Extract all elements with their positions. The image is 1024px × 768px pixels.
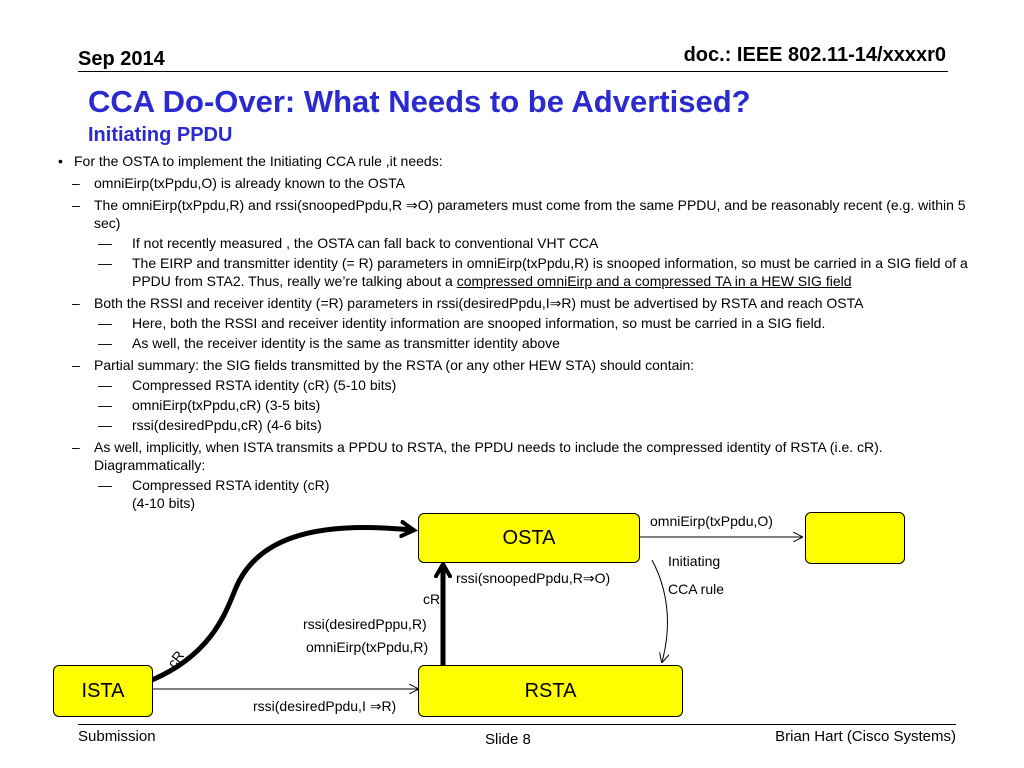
bullet-item: —Compressed RSTA identity (cR) (5-10 bit… <box>98 377 397 393</box>
bullet-item: –omniEirp(txPpdu,O) is already known to … <box>72 175 405 191</box>
label-cca-rule: CCA rule <box>668 581 725 597</box>
footer-author: Brian Hart (Cisco Systems) <box>775 728 956 745</box>
label-omnieirp-o: omniEirp(txPpdu,O) <box>650 513 773 529</box>
label-omnieirp-r: omniEirp(txPpdu,R) <box>306 639 429 655</box>
arrow-ista-to-osta <box>151 528 412 683</box>
ista-node: ISTA <box>53 665 153 717</box>
bullet-item: —Here, both the RSSI and receiver identi… <box>98 315 826 331</box>
bullet-item: •For the OSTA to implement the Initiatin… <box>58 153 443 169</box>
arrow-osta-to-rsta <box>651 559 667 662</box>
bullet-item: –As well, implicitly, when ISTA transmit… <box>72 439 883 473</box>
bullet-item: —Compressed RSTA identity (cR) (4-10 bit… <box>98 477 330 511</box>
label-rssi-snooped: rssi(snoopedPpdu,R⇒O) <box>456 570 611 586</box>
underlined-text: compressed omniEirp and a compressed TA … <box>456 273 852 289</box>
slide-title: CCA Do-Over: What Needs to be Advertised… <box>88 84 751 119</box>
header-doc-id: doc.: IEEE 802.11-14/xxxxr0 <box>683 44 946 66</box>
bullet-item: –The omniEirp(txPpdu,R) and rssi(snooped… <box>72 197 966 231</box>
bullet-list: •For the OSTA to implement the Initiatin… <box>58 152 968 512</box>
bullet-item: —The EIRP and transmitter identity (= R)… <box>98 255 968 289</box>
slide-subtitle: Initiating PPDU <box>88 124 233 146</box>
bullet-item: —rssi(desiredPpdu,cR) (4-6 bits) <box>98 417 322 433</box>
footer-submission: Submission <box>78 728 156 745</box>
label-cr-mid: cR <box>423 591 441 607</box>
bullet-item: –Both the RSSI and receiver identity (=R… <box>72 295 864 311</box>
osta-node: OSTA <box>418 513 640 563</box>
rsta-node: RSTA <box>418 665 683 717</box>
bullet-item: —As well, the receiver identity is the s… <box>98 335 560 351</box>
blank-node <box>805 512 905 564</box>
footer-slide-number: Slide 8 <box>485 731 531 748</box>
footer-rule <box>78 724 956 725</box>
label-initiating: Initiating <box>668 553 721 569</box>
bullet-item: –Partial summary: the SIG fields transmi… <box>72 357 695 373</box>
bullet-item: —If not recently measured , the OSTA can… <box>98 235 599 251</box>
header-rule <box>78 71 948 72</box>
label-rssi-desired-i: rssi(desiredPpdu,I ⇒R) <box>253 698 397 714</box>
bullet-item: —omniEirp(txPpdu,cR) (3-5 bits) <box>98 397 321 413</box>
label-rssi-desired-r: rssi(desiredPppu,R) <box>303 616 427 632</box>
header-date: Sep 2014 <box>78 48 165 70</box>
